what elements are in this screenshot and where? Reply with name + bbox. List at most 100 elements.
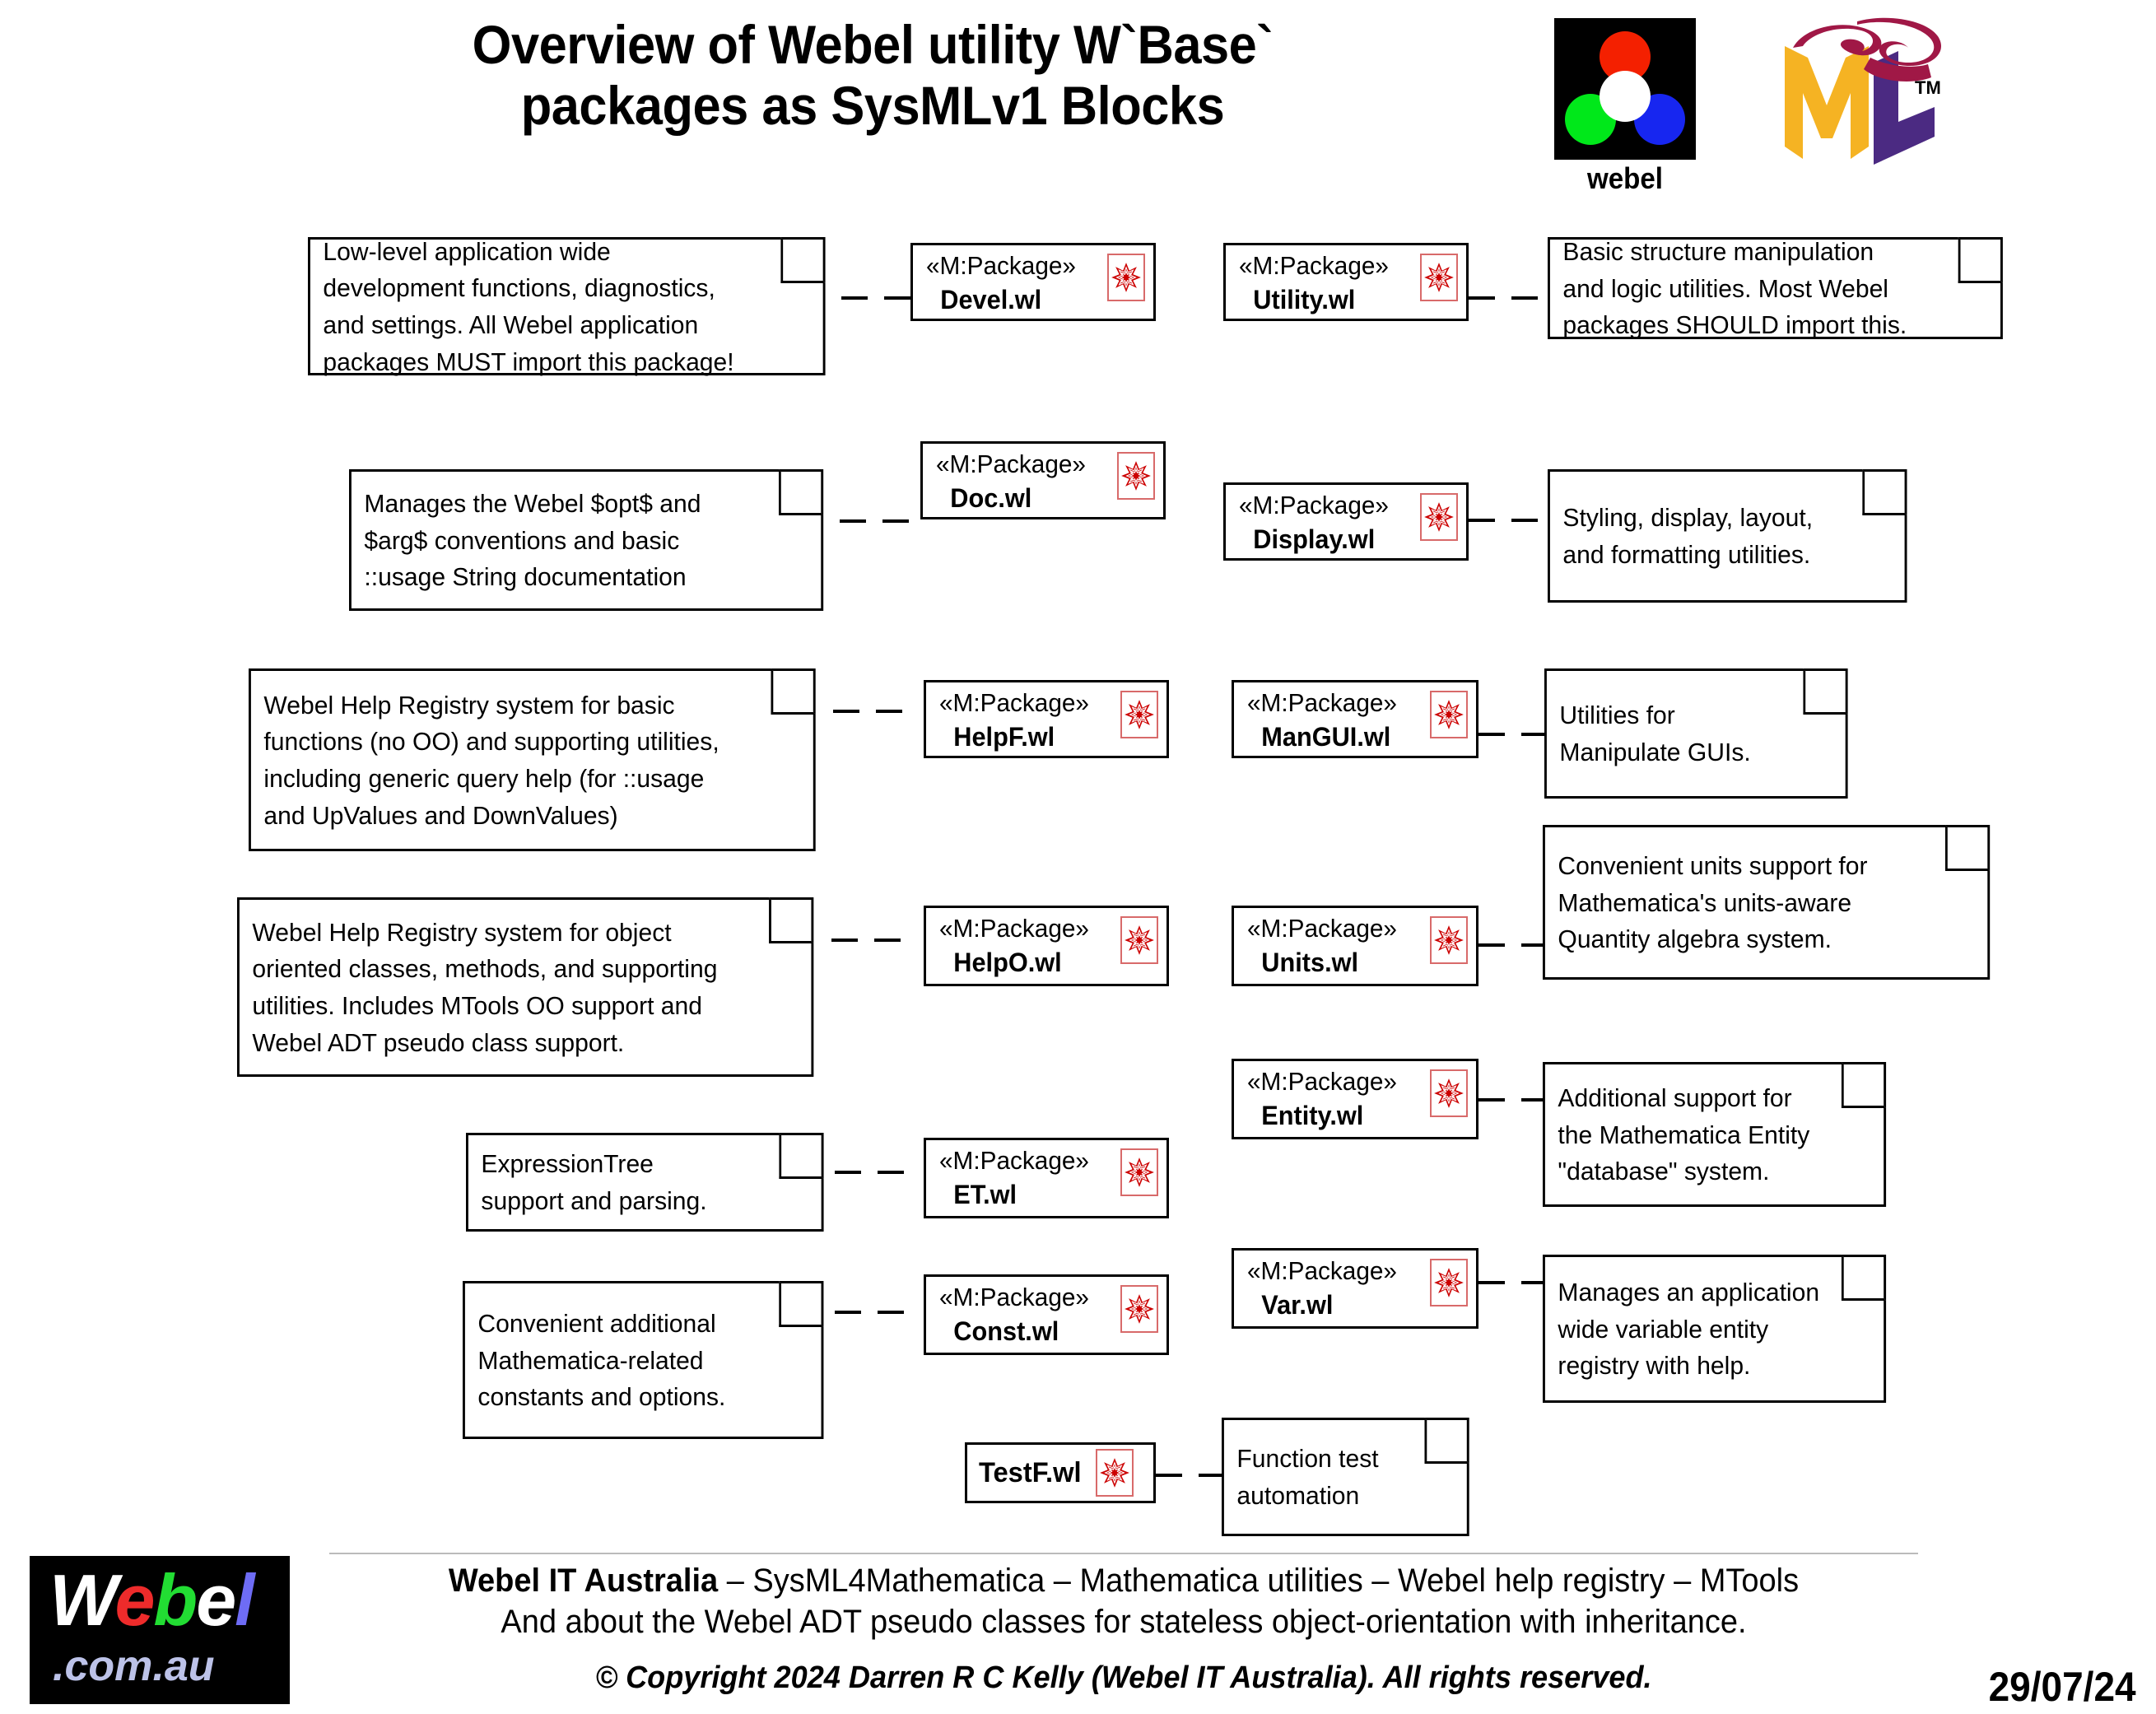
note-fold-corner [1944, 825, 1991, 871]
block-const[interactable]: «M:Package» Const.wl [924, 1274, 1169, 1355]
connector-const-b [878, 1311, 904, 1314]
note-testf: Function test automation [1222, 1418, 1469, 1536]
block-display[interactable]: «M:Package» Display.wl [1223, 482, 1469, 561]
note-const: Convenient additional Mathematica-relate… [463, 1281, 824, 1439]
diagram-canvas: Low-level application wide development f… [237, 236, 2003, 1536]
connector-doc-b [882, 519, 909, 523]
webel-logo-caption: webel [1586, 161, 1664, 195]
connector-testf-b [1199, 1474, 1222, 1477]
block-name: Const.wl [953, 1316, 1059, 1346]
footer-divider [329, 1553, 1918, 1554]
footer: Webel .com.au Webel IT Australia – SysML… [0, 1541, 2156, 1714]
block-entity[interactable]: «M:Package» Entity.wl [1232, 1059, 1478, 1139]
sysml-tm-label: TM [1915, 77, 1941, 98]
block-stereotype: «M:Package» [939, 1146, 1089, 1175]
block-utility[interactable]: «M:Package» Utility.wl [1223, 243, 1469, 321]
footer-line-1: Webel IT Australia – SysML4Mathematica –… [346, 1561, 1902, 1601]
block-name: Doc.wl [950, 482, 1032, 513]
connector-et-a [835, 1171, 861, 1174]
block-stereotype: «M:Package» [1247, 914, 1397, 943]
note-fold-corner [778, 469, 824, 515]
logo-dot-white [1600, 71, 1651, 122]
block-devel[interactable]: «M:Package» Devel.wl [910, 243, 1156, 321]
mathematica-spikey-icon [1430, 1259, 1468, 1306]
footer-date: 29/07/24 [1988, 1664, 2136, 1710]
connector-utility-b [1511, 296, 1538, 300]
block-stereotype: «M:Package» [1247, 1067, 1397, 1096]
block-name: TestF.wl [979, 1456, 1082, 1488]
logo-letter-e1: e [114, 1559, 155, 1641]
block-units[interactable]: «M:Package» Units.wl [1232, 906, 1478, 986]
block-doc[interactable]: «M:Package» Doc.wl [920, 441, 1166, 519]
block-name: Units.wl [1261, 947, 1359, 977]
mathematica-spikey-icon [1420, 493, 1458, 541]
note-text: Low-level application wide development f… [323, 236, 734, 376]
block-stereotype: «M:Package» [1239, 251, 1389, 280]
note-text: Function test automation [1236, 1444, 1379, 1510]
footer-subtitle: And about the Webel ADT pseudo classes f… [501, 1603, 1747, 1640]
connector-devel-a [841, 296, 868, 300]
mathematica-spikey-icon [1430, 916, 1468, 964]
note-entity: Additional support for the Mathematica E… [1543, 1062, 1887, 1207]
logo-letter-b: b [153, 1559, 198, 1641]
connector-entity-b [1521, 1098, 1543, 1102]
note-helpo: Webel Help Registry system for object or… [237, 897, 814, 1077]
note-fold-corner [1958, 237, 2003, 283]
note-display: Styling, display, layout, and formatting… [1548, 469, 1907, 603]
block-name: HelpF.wl [953, 721, 1055, 752]
note-text: Basic structure manipulation and logic u… [1562, 237, 1907, 340]
mathematica-spikey-icon [1095, 1449, 1134, 1497]
block-stereotype: «M:Package» [939, 688, 1089, 717]
footer-copyright: © Copyright 2024 Darren R C Kelly (Webel… [595, 1660, 1652, 1695]
block-testf[interactable]: TestF.wl [965, 1442, 1156, 1503]
connector-doc-a [840, 519, 866, 523]
mathematica-spikey-icon [1120, 691, 1158, 738]
connector-helpo-b [874, 939, 901, 942]
connector-helpo-a [831, 939, 858, 942]
block-helpo[interactable]: «M:Package» HelpO.wl [924, 906, 1169, 986]
mathematica-spikey-icon [1117, 452, 1155, 500]
header: Overview of Webel utility W`Base` packag… [0, 0, 2156, 198]
logo-letter-e2: e [196, 1559, 236, 1641]
mathematica-spikey-icon [1430, 1069, 1468, 1117]
webel-logo-icon [1554, 18, 1696, 160]
block-et[interactable]: «M:Package» ET.wl [924, 1138, 1169, 1218]
note-helpf: Webel Help Registry system for basic fun… [249, 668, 816, 851]
note-text: Convenient additional Mathematica-relate… [477, 1309, 726, 1412]
connector-helpf-a [833, 710, 859, 713]
sysml-logo-icon: TM [1778, 15, 1943, 179]
logo-letter-l: l [235, 1559, 254, 1641]
note-fold-corner [1803, 668, 1848, 715]
connector-utility-a [1469, 296, 1495, 300]
logo-domain: .com.au [53, 1642, 215, 1690]
block-stereotype: «M:Package» [1247, 1256, 1397, 1285]
block-mangui[interactable]: «M:Package» ManGUI.wl [1232, 680, 1478, 758]
footer-brand: Webel IT Australia [448, 1563, 719, 1599]
block-name: Var.wl [1261, 1289, 1334, 1320]
connector-display-b [1511, 519, 1538, 522]
note-fold-corner [771, 668, 816, 715]
connector-devel-b [884, 296, 910, 300]
note-fold-corner [780, 237, 826, 283]
webel-wordmark: Webel [49, 1562, 255, 1638]
mathematica-spikey-icon [1420, 254, 1458, 301]
connector-helpf-b [876, 710, 902, 713]
block-stereotype: «M:Package» [939, 1283, 1089, 1311]
block-helpf[interactable]: «M:Package» HelpF.wl [924, 680, 1169, 758]
connector-mangui-a [1478, 733, 1505, 736]
note-et: ExpressionTree support and parsing. [466, 1133, 824, 1232]
note-fold-corner [779, 1133, 824, 1179]
connector-const-a [835, 1311, 861, 1314]
webel-footer-logo: Webel .com.au [30, 1556, 290, 1704]
note-units: Convenient units support for Mathematica… [1543, 825, 1991, 980]
connector-display-a [1469, 519, 1495, 522]
connector-units-a [1478, 943, 1505, 947]
note-fold-corner [1862, 469, 1907, 515]
block-var[interactable]: «M:Package» Var.wl [1232, 1248, 1478, 1329]
note-var: Manages an application wide variable ent… [1543, 1255, 1887, 1403]
footer-text: Webel IT Australia – SysML4Mathematica –… [305, 1561, 1943, 1696]
block-name: Display.wl [1253, 524, 1376, 554]
note-text: Manages an application wide variable ent… [1558, 1278, 1820, 1381]
note-fold-corner [1841, 1255, 1887, 1301]
block-stereotype: «M:Package» [926, 251, 1076, 280]
